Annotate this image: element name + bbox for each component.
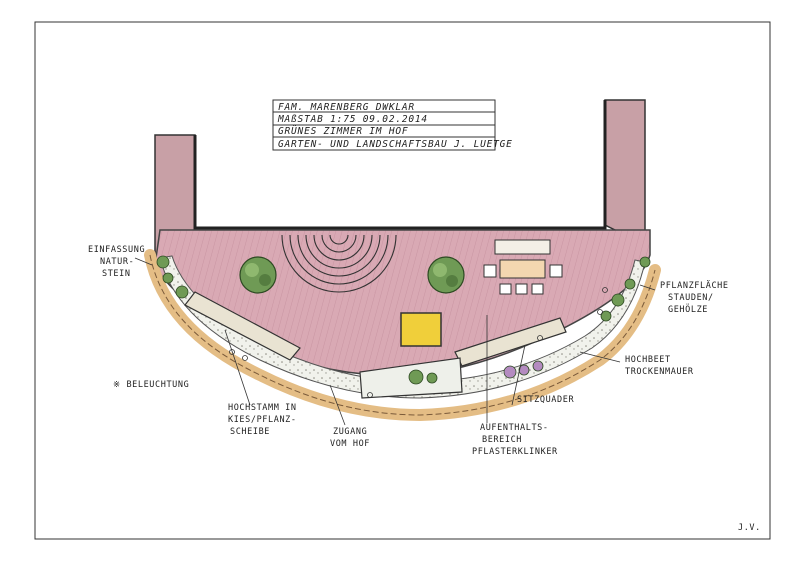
label-aufenthalt: AUFENTHALTS- xyxy=(480,423,549,433)
label-aufenthalt-2: BEREICH xyxy=(482,435,522,445)
label-zugang: ZUGANG xyxy=(333,427,367,437)
label-einfassung-3: STEIN xyxy=(102,269,131,279)
title-scale-date: MAßSTAB 1:75 09.02.2014 xyxy=(277,114,428,125)
label-aufenthalt-3: PFLASTERKLINKER xyxy=(472,447,558,457)
title-owner: FAM. MARENBERG DWKLAR xyxy=(278,102,415,113)
signature: J.V. xyxy=(738,523,761,533)
label-zugang-2: VOM HOF xyxy=(330,439,370,449)
label-hochbeet-2: TROCKENMAUER xyxy=(625,367,694,377)
label-einfassung-2: NATUR- xyxy=(100,257,134,267)
tree-right xyxy=(427,256,465,294)
label-hochstamm: HOCHSTAMM IN xyxy=(228,403,297,413)
seating-group xyxy=(483,239,563,295)
label-pflanzflaeche-3: GEHÖLZE xyxy=(668,304,708,315)
title-company: GARTEN- UND LANDSCHAFTSBAU J. LUETGE xyxy=(278,139,513,150)
label-hochstamm-3: SCHEIBE xyxy=(230,427,270,437)
label-hochbeet: HOCHBEET xyxy=(625,355,671,365)
label-hochstamm-2: KIES/PFLANZ- xyxy=(228,415,297,425)
leader-lines xyxy=(134,257,656,426)
label-pflanzflaeche: PFLANZFLÄCHE xyxy=(660,280,729,291)
label-beleuchtung: ※ BELEUCHTUNG xyxy=(113,380,189,390)
tree-left xyxy=(239,256,277,294)
label-sitzquader: SITZQUADER xyxy=(517,395,574,405)
light-markers xyxy=(229,287,608,398)
semicircle-steps xyxy=(281,234,397,293)
drawing-border xyxy=(34,21,771,540)
label-einfassung: EINFASSUNG xyxy=(88,245,145,255)
title-block: FAM. MARENBERG DWKLAR MAßSTAB 1:75 09.02… xyxy=(272,99,513,151)
yellow-square-feature xyxy=(400,312,442,347)
title-project: GRÜNES ZIMMER IM HOF xyxy=(278,126,408,137)
label-pflanzflaeche-2: STAUDEN/ xyxy=(668,293,714,303)
shrubs xyxy=(156,255,651,385)
annotations: EINFASSUNG NATUR- STEIN ※ BELEUCHTUNG HO… xyxy=(88,245,729,457)
